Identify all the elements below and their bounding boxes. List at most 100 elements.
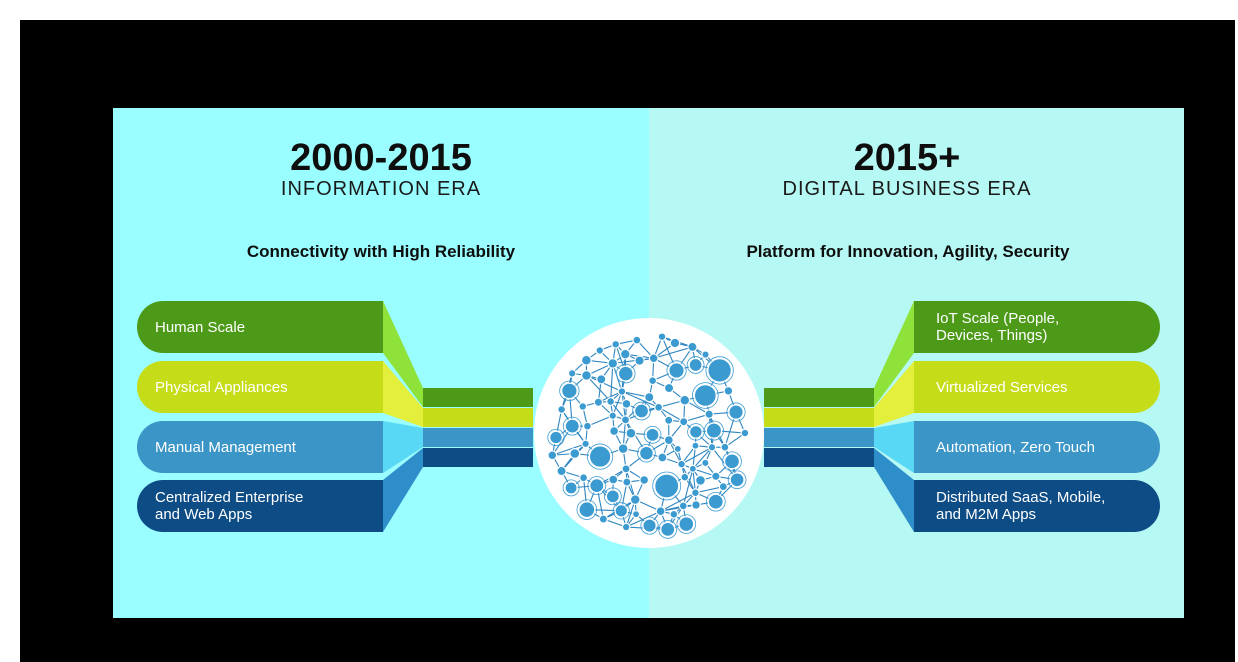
network-node <box>724 387 733 396</box>
network-node <box>568 370 575 377</box>
network-node <box>596 347 603 354</box>
network-node <box>646 428 659 441</box>
network-node <box>681 473 689 481</box>
network-node <box>694 385 716 407</box>
network-node <box>618 366 633 381</box>
network-node <box>590 479 604 493</box>
right-item-label-3: Automation, Zero Touch <box>936 439 1095 456</box>
network-node <box>599 515 607 523</box>
network-node <box>584 422 592 430</box>
network-node <box>607 398 615 406</box>
network-node <box>640 476 649 485</box>
network-node <box>656 507 665 516</box>
network-node <box>708 359 731 382</box>
network-node <box>645 393 654 402</box>
network-node <box>689 465 696 472</box>
network-node <box>655 403 663 411</box>
network-node <box>633 336 641 344</box>
network-node <box>665 416 673 424</box>
network-node <box>712 472 720 480</box>
network-node <box>661 522 675 536</box>
right-item-label-4: Distributed SaaS, Mobile,and M2M Apps <box>936 489 1105 523</box>
network-node <box>558 406 566 414</box>
network-node <box>606 490 619 503</box>
network-node <box>622 400 631 409</box>
network-node <box>609 412 616 419</box>
network-node <box>690 426 703 439</box>
network-node <box>678 460 686 468</box>
network-node <box>670 510 678 518</box>
network-node <box>670 338 679 347</box>
network-node <box>702 351 709 358</box>
network-node <box>626 428 636 438</box>
left-band-2 <box>423 408 533 427</box>
network-node <box>741 429 749 437</box>
network-node <box>680 395 690 405</box>
network-node <box>658 333 666 341</box>
network-node <box>635 404 649 418</box>
network-node <box>729 405 743 419</box>
network-node <box>582 371 592 381</box>
network-node <box>649 354 658 363</box>
network-node <box>730 473 744 487</box>
right-item-label-2: Virtualized Services <box>936 379 1067 396</box>
left-item-label-3: Manual Management <box>155 439 296 456</box>
network-node <box>580 474 588 482</box>
right-item-label-1: IoT Scale (People,Devices, Things) <box>936 310 1059 344</box>
network-node <box>708 494 723 509</box>
network-node <box>622 523 629 530</box>
network-node <box>633 511 640 518</box>
network-node <box>582 440 589 447</box>
network-node <box>589 446 610 467</box>
network-node <box>608 359 618 369</box>
left-band-4 <box>423 448 533 467</box>
network-node <box>548 451 557 460</box>
era-diagram <box>113 108 1184 618</box>
network-node <box>643 519 656 532</box>
network-node <box>708 444 715 451</box>
network-node <box>664 384 673 393</box>
left-band-3 <box>423 428 533 447</box>
network-node <box>640 446 654 460</box>
black-frame: 2000-2015 INFORMATION ERA Connectivity w… <box>20 20 1235 662</box>
network-node <box>725 454 740 469</box>
network-node <box>719 483 727 491</box>
left-item-label-1: Human Scale <box>155 319 245 336</box>
network-node <box>692 501 701 510</box>
network-node <box>622 416 630 424</box>
network-node <box>557 466 566 475</box>
era-comparison-panel: 2000-2015 INFORMATION ERA Connectivity w… <box>113 108 1184 618</box>
right-band-3 <box>764 428 874 447</box>
network-node <box>655 474 679 498</box>
right-band-2 <box>764 408 874 427</box>
network-node <box>692 489 700 497</box>
network-node <box>597 375 606 384</box>
network-node <box>688 342 697 351</box>
network-node <box>612 340 620 348</box>
right-band-1 <box>764 388 874 407</box>
network-node <box>565 482 577 494</box>
network-node <box>649 377 657 385</box>
network-node <box>679 517 694 532</box>
network-node <box>623 478 631 486</box>
network-node <box>702 459 709 466</box>
network-node <box>630 495 640 505</box>
network-node <box>550 431 562 443</box>
network-node <box>689 359 702 372</box>
network-node <box>679 502 687 510</box>
network-node <box>674 445 681 452</box>
network-node <box>562 383 577 398</box>
network-node <box>705 410 713 418</box>
network-node <box>570 449 580 459</box>
network-node <box>565 419 579 433</box>
network-node <box>635 356 644 365</box>
network-node <box>579 403 587 411</box>
network-node <box>582 355 592 365</box>
network-node <box>615 505 627 517</box>
network-node <box>721 443 729 451</box>
network-node <box>610 427 619 436</box>
network-node <box>622 465 630 473</box>
network-node <box>664 436 673 445</box>
network-node <box>658 453 667 462</box>
